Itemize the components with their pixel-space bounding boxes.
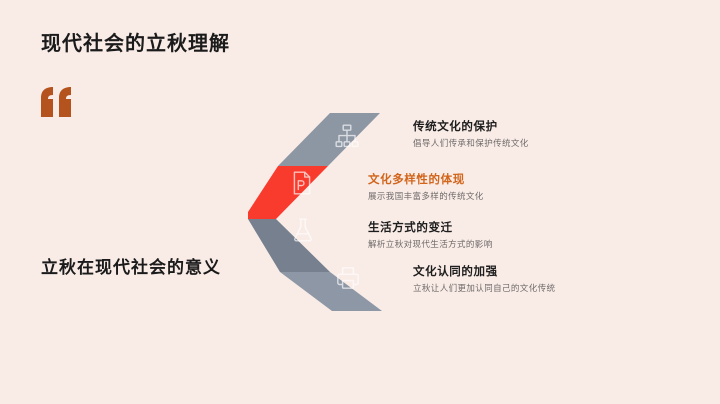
section-subtitle: 立秋在现代社会的意义 (41, 258, 221, 277)
list-item: 生活方式的变迁 解析立秋对现代生活方式的影响 (368, 221, 493, 251)
list-item-description: 立秋让人们更加认同自己的文化传统 (413, 283, 556, 293)
sitemap-icon (334, 123, 360, 149)
chevron-band-1 (278, 113, 380, 166)
powerpoint-file-icon (289, 170, 315, 196)
quote-open-icon (39, 86, 73, 118)
chevron-band-3 (248, 219, 330, 272)
chevron-diagram (248, 105, 423, 320)
list-item: 文化多样性的体现 展示我国丰富多样的传统文化 (368, 173, 484, 203)
list-item-title: 文化多样性的体现 (368, 174, 465, 186)
list-item-description: 展示我国丰富多样的传统文化 (368, 191, 484, 201)
list-item: 文化认同的加强 立秋让人们更加认同自己的文化传统 (413, 265, 555, 295)
page-title: 现代社会的立秋理解 (41, 33, 230, 55)
printer-icon (335, 265, 361, 291)
list-item-description: 解析立秋对现代生活方式的影响 (368, 239, 493, 249)
flask-icon (290, 217, 316, 243)
list-item-title: 文化认同的加强 (413, 266, 498, 278)
list-item: 传统文化的保护 倡导人们传承和保护传统文化 (413, 120, 529, 150)
list-item-description: 倡导人们传承和保护传统文化 (413, 138, 529, 148)
list-item-title: 生活方式的变迁 (368, 222, 453, 234)
chevron-band-2 (248, 166, 328, 219)
chevron-band-4 (280, 272, 382, 311)
list-item-title: 传统文化的保护 (413, 121, 498, 133)
